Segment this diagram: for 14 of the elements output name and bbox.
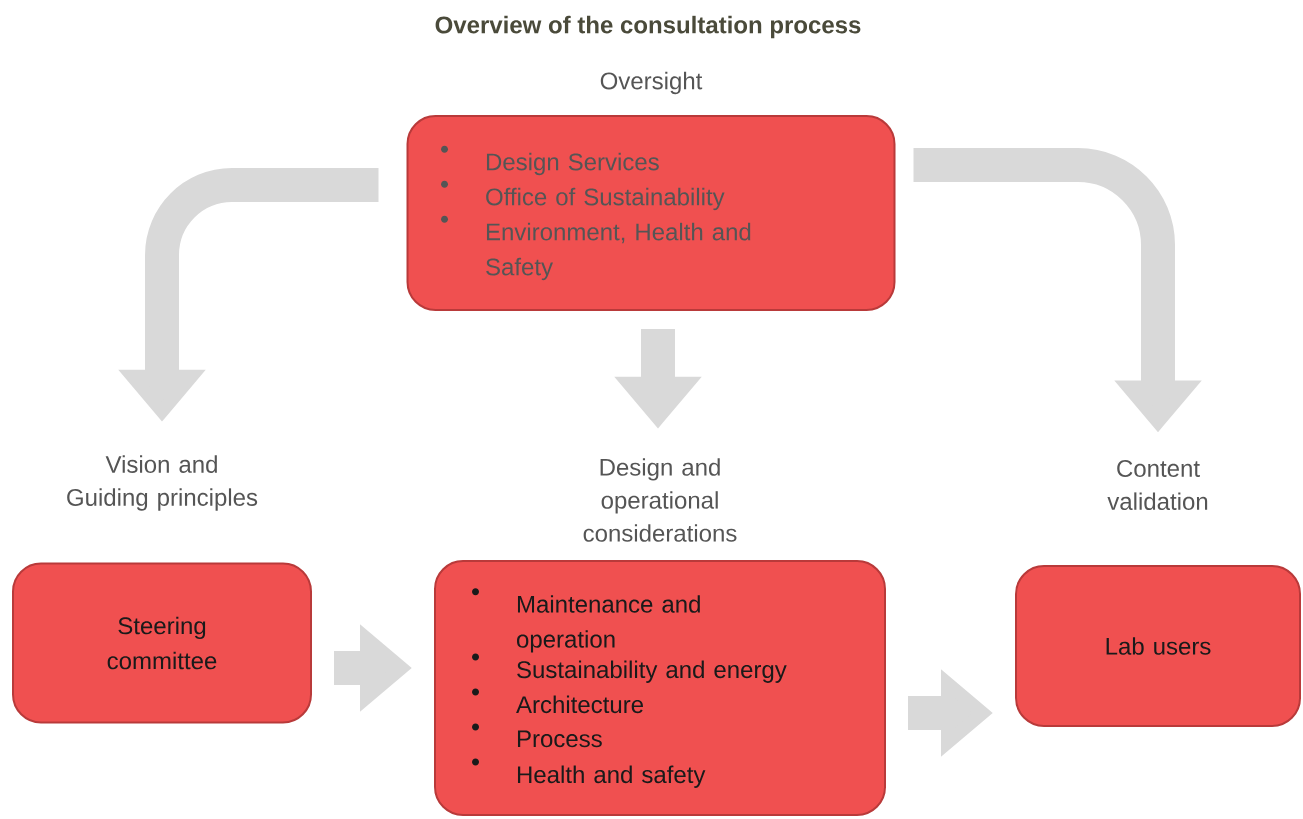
heading-text: Design and operational considerations [583, 458, 737, 542]
node-label: Sustainability and energy [517, 660, 787, 683]
title: Overview of the consultation process [435, 15, 861, 39]
process-box: Maintenance and operation Sustainability and energy Architecture Process Health and safety [434, 560, 886, 816]
heading-text: Content validation [1107, 460, 1208, 510]
node-label: Architecture [516, 695, 643, 714]
node-label: Health and safety [517, 765, 706, 788]
node-label: Process [517, 730, 602, 748]
process-box: Lab users [1015, 565, 1301, 727]
process-box: Design Services Office of Sustainability Environment, Health and Safety [406, 115, 896, 311]
process-box: Steering committee [12, 562, 312, 724]
node-label: Maintenance and operation [517, 595, 700, 653]
heading-text: Vision and Guiding principles [67, 455, 258, 511]
heading-text: Oversight [600, 71, 703, 95]
